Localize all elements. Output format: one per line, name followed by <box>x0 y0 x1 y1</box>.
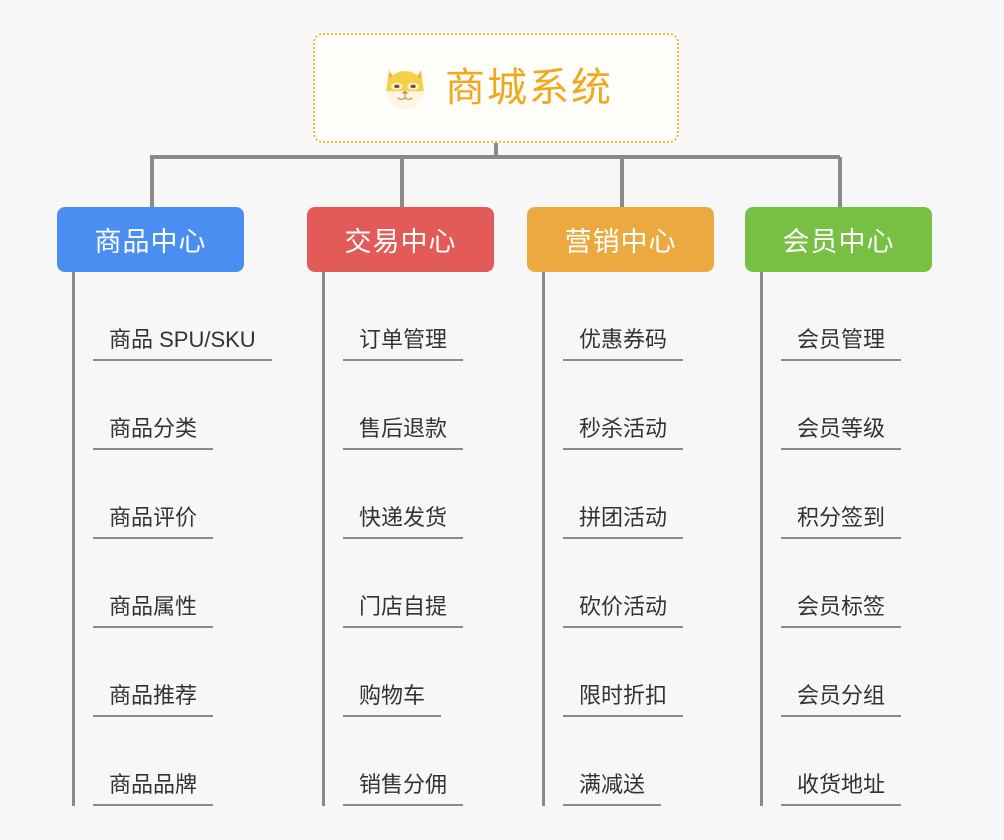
branch-column-4: 会员中心 会员管理 会员等级 积分签到 会员标签 会员分组 收货地址 <box>745 207 935 806</box>
branch-header-label: 交易中心 <box>344 227 457 257</box>
branch-header-4[interactable]: 会员中心 <box>745 207 932 272</box>
leaf-item[interactable]: 收货地址 <box>763 717 935 806</box>
leaf-list-2: 订单管理 售后退款 快递发货 门店自提 购物车 销售分佣 <box>322 272 497 806</box>
leaf-list-3: 优惠券码 秒杀活动 拼团活动 砍价活动 限时折扣 满减送 <box>542 272 717 806</box>
connector-branch-stem-4 <box>838 157 842 207</box>
connector-branch-stem-1 <box>150 157 154 207</box>
branch-column-1: 商品中心 商品 SPU/SKU 商品分类 商品评价 商品属性 商品推荐 商品品牌 <box>57 207 272 806</box>
leaf-label: 会员等级 <box>781 416 902 450</box>
leaf-item[interactable]: 砍价活动 <box>545 539 717 628</box>
leaf-label: 商品 SPU/SKU <box>93 327 272 361</box>
root-node[interactable]: 商城系统 <box>313 33 679 143</box>
leaf-item[interactable]: 商品 SPU/SKU <box>75 272 272 361</box>
leaf-item[interactable]: 商品属性 <box>75 539 247 628</box>
leaf-label: 满减送 <box>563 772 662 806</box>
leaf-item[interactable]: 优惠券码 <box>545 272 717 361</box>
leaf-label: 商品评价 <box>93 505 214 539</box>
branch-header-label: 营销中心 <box>564 227 677 257</box>
leaf-item[interactable]: 购物车 <box>325 628 497 717</box>
leaf-item[interactable]: 限时折扣 <box>545 628 717 717</box>
leaf-item[interactable]: 会员分组 <box>763 628 935 717</box>
leaf-item[interactable]: 会员管理 <box>763 272 935 361</box>
branch-column-3: 营销中心 优惠券码 秒杀活动 拼团活动 砍价活动 限时折扣 满减送 <box>527 207 717 806</box>
leaf-label: 订单管理 <box>343 327 464 361</box>
branch-column-2: 交易中心 订单管理 售后退款 快递发货 门店自提 购物车 销售分佣 <box>307 207 497 806</box>
leaf-item[interactable]: 积分签到 <box>763 450 935 539</box>
leaf-label: 购物车 <box>343 683 442 717</box>
leaf-label: 限时折扣 <box>563 683 684 717</box>
leaf-label: 商品分类 <box>93 416 214 450</box>
branch-header-3[interactable]: 营销中心 <box>527 207 714 272</box>
leaf-label: 优惠券码 <box>563 327 684 361</box>
leaf-label: 销售分佣 <box>343 772 464 806</box>
branch-header-1[interactable]: 商品中心 <box>57 207 244 272</box>
leaf-item[interactable]: 秒杀活动 <box>545 361 717 450</box>
leaf-label: 快递发货 <box>343 505 464 539</box>
connector-root-stem <box>494 143 498 159</box>
root-title: 商城系统 <box>445 66 613 110</box>
shiba-dog-emoji <box>379 62 431 114</box>
leaf-item[interactable]: 商品品牌 <box>75 717 247 806</box>
connector-branch-stem-3 <box>620 157 624 207</box>
leaf-item[interactable]: 快递发货 <box>325 450 497 539</box>
leaf-list-4: 会员管理 会员等级 积分签到 会员标签 会员分组 收货地址 <box>760 272 935 806</box>
leaf-item[interactable]: 商品推荐 <box>75 628 247 717</box>
branch-header-label: 会员中心 <box>782 227 895 257</box>
leaf-list-1: 商品 SPU/SKU 商品分类 商品评价 商品属性 商品推荐 商品品牌 <box>72 272 272 806</box>
leaf-label: 秒杀活动 <box>563 416 684 450</box>
leaf-item[interactable]: 会员等级 <box>763 361 935 450</box>
connector-horizontal-bus <box>150 155 840 159</box>
leaf-label: 会员管理 <box>781 327 902 361</box>
branch-header-2[interactable]: 交易中心 <box>307 207 494 272</box>
leaf-item[interactable]: 商品评价 <box>75 450 247 539</box>
leaf-label: 砍价活动 <box>563 594 684 628</box>
leaf-label: 拼团活动 <box>563 505 684 539</box>
leaf-label: 商品属性 <box>93 594 214 628</box>
leaf-label: 收货地址 <box>781 772 902 806</box>
leaf-label: 商品推荐 <box>93 683 214 717</box>
connector-branch-stem-2 <box>400 157 404 207</box>
leaf-label: 门店自提 <box>343 594 464 628</box>
leaf-item[interactable]: 订单管理 <box>325 272 497 361</box>
leaf-item[interactable]: 满减送 <box>545 717 717 806</box>
leaf-label: 会员标签 <box>781 594 902 628</box>
leaf-label: 售后退款 <box>343 416 464 450</box>
leaf-item[interactable]: 销售分佣 <box>325 717 497 806</box>
leaf-item[interactable]: 会员标签 <box>763 539 935 628</box>
leaf-label: 会员分组 <box>781 683 902 717</box>
leaf-item[interactable]: 拼团活动 <box>545 450 717 539</box>
branch-header-label: 商品中心 <box>94 227 207 257</box>
leaf-item[interactable]: 门店自提 <box>325 539 497 628</box>
leaf-item[interactable]: 售后退款 <box>325 361 497 450</box>
leaf-item[interactable]: 商品分类 <box>75 361 247 450</box>
leaf-label: 商品品牌 <box>93 772 214 806</box>
leaf-label: 积分签到 <box>781 505 902 539</box>
